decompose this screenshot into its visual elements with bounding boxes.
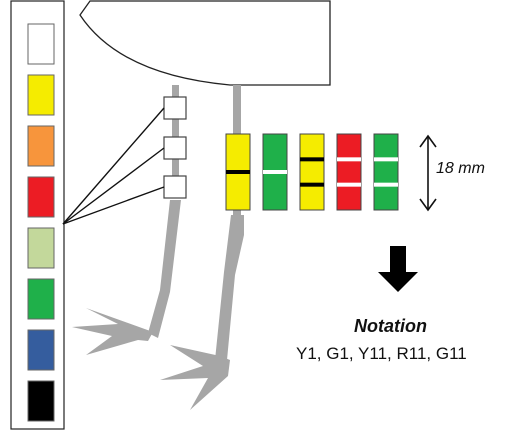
left-leg [72,85,181,355]
attachment-box [163,175,187,199]
ring-stripe [300,157,324,162]
palette-swatch-light-green [27,227,55,269]
palette-swatch-orange [27,125,55,167]
ring-stripe [226,170,250,174]
connector-line [62,186,165,225]
notation-title: Notation [354,316,427,336]
palette-swatches [27,23,55,422]
ring-stripe [374,182,398,187]
ring-stripe [263,170,287,174]
dimension-label: 18 mm [436,160,485,177]
palette-swatch-white [27,23,55,65]
ring-stripe [337,182,361,187]
ring-stripe [337,157,361,162]
notation-text: Y1, G1, Y11, R11, G11 [296,344,467,363]
color-ring [336,133,362,211]
color-rings [225,133,399,211]
palette-swatch-yellow [27,74,55,116]
connector-line [62,147,165,225]
bird-body [79,0,331,86]
attachment-box [163,96,187,120]
connector-lines [62,107,165,225]
down-arrow-icon [378,246,418,292]
ring-stripe [300,182,324,187]
dimension-arrow [419,134,437,212]
connector-line [62,107,165,225]
attachment-boxes [163,96,187,199]
color-ring [373,133,399,211]
palette-swatch-blue [27,329,55,371]
palette-swatch-red [27,176,55,218]
palette-swatch-black [27,380,55,422]
attachment-box [163,136,187,160]
ring-stripe [374,157,398,162]
color-ring [299,133,325,211]
palette-swatch-green [27,278,55,320]
